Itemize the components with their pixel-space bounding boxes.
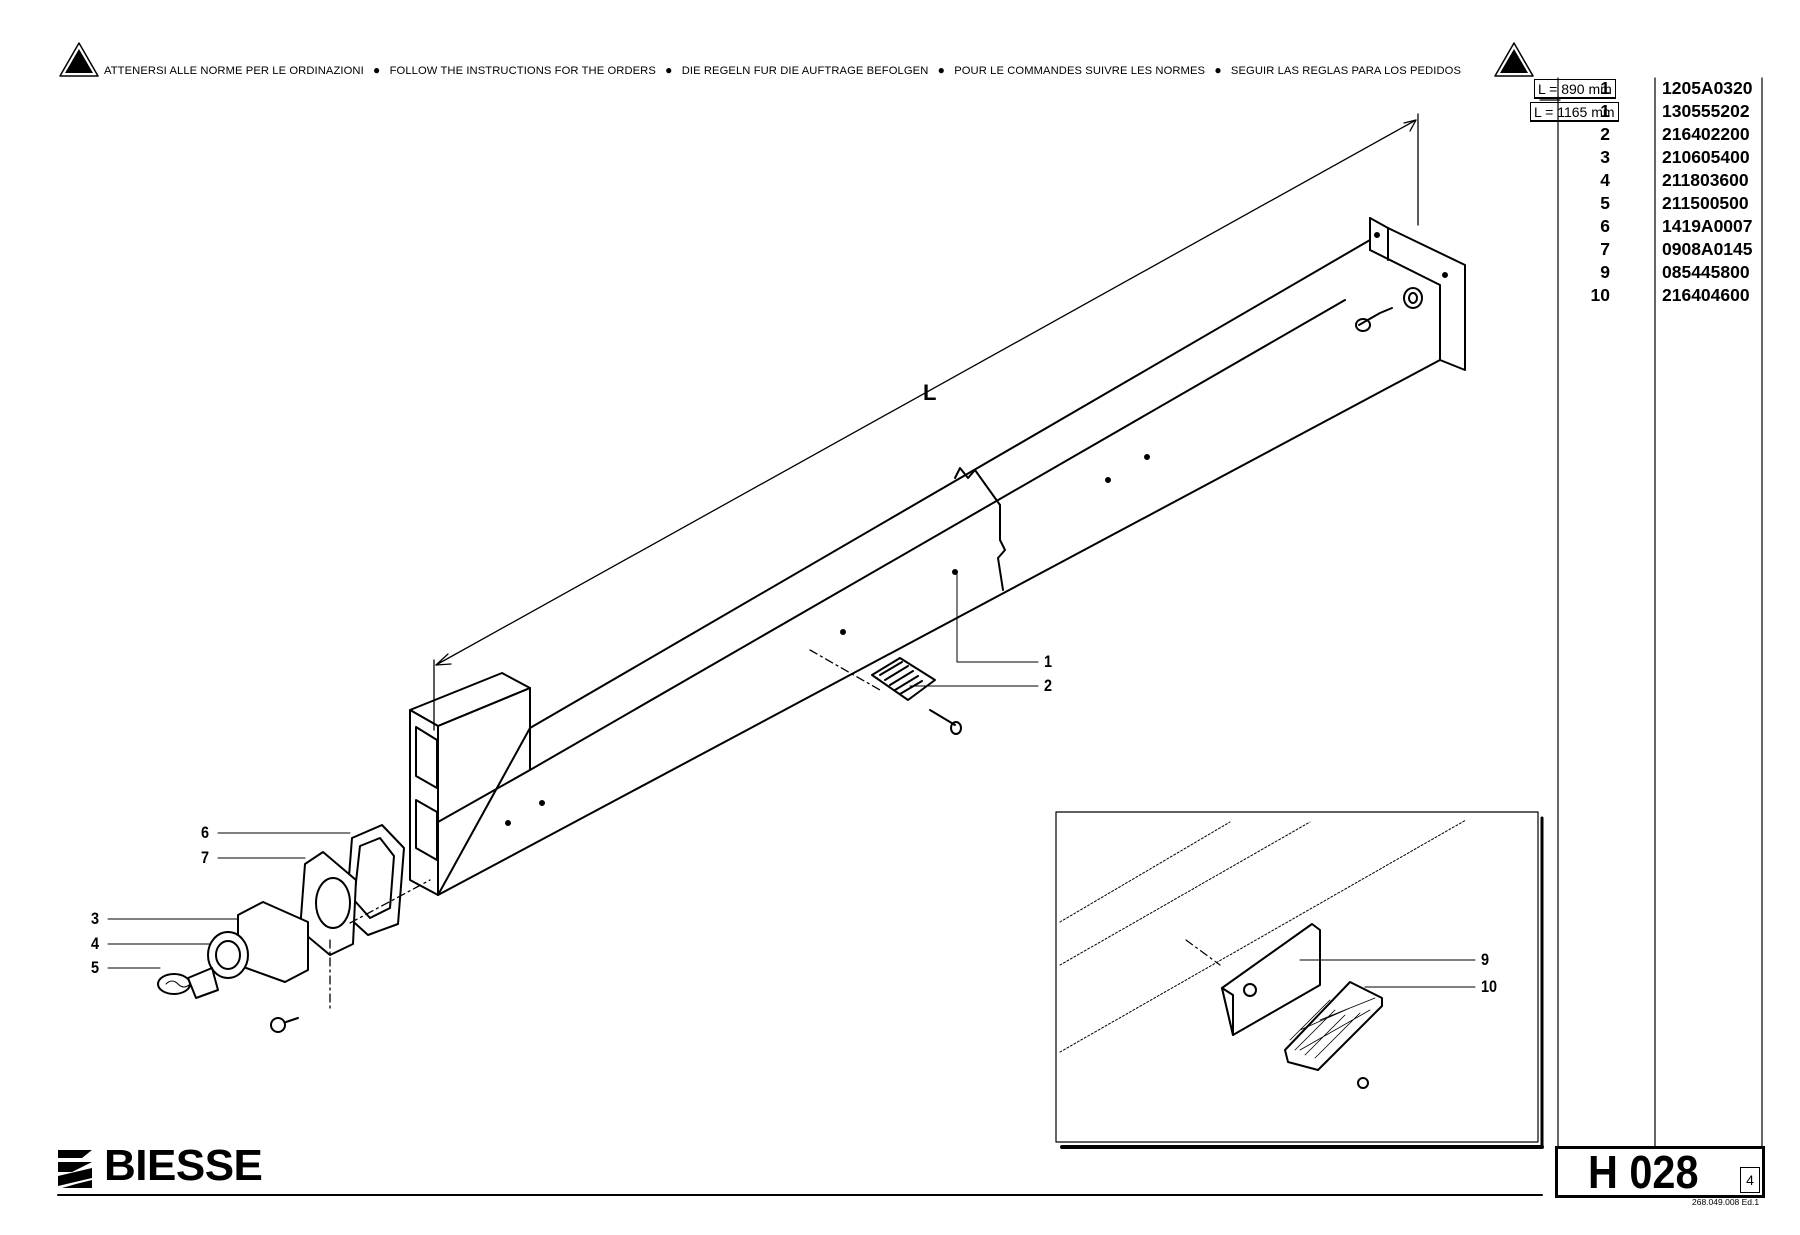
notice-es: SEGUIR LAS REGLAS PARA LOS PEDIDOS: [1230, 65, 1462, 77]
part-3-lamp-holder: [207, 901, 309, 983]
detail-inset: [1055, 811, 1544, 1149]
callout-9: 9: [1481, 950, 1490, 969]
notice-en: FOLLOW THE INSTRUCTIONS FOR THE ORDERS: [389, 65, 656, 77]
bullet: ●: [937, 63, 945, 77]
position-number: 10: [1590, 285, 1610, 305]
position-number: 4: [1600, 170, 1610, 190]
part-code: 085445800: [1662, 262, 1750, 282]
dimension-label: L: [923, 380, 937, 405]
parts-row: 3 210605400: [1520, 147, 1760, 170]
parts-row: 4 211803600: [1520, 170, 1760, 193]
callout-1: 1: [1044, 652, 1053, 671]
callout-6: 6: [201, 823, 210, 842]
callout-7: 7: [201, 848, 210, 867]
position-number: 3: [1600, 147, 1610, 167]
position-number: 5: [1600, 193, 1610, 213]
leader-lines: [107, 573, 1039, 969]
part-code: 1419A0007: [1662, 216, 1753, 236]
warning-triangle-icon: [59, 42, 99, 77]
parts-row: 9 085445800: [1520, 262, 1760, 285]
doc-reference: 268.049.008 Ed.1: [1692, 1197, 1760, 1207]
callout-5: 5: [91, 958, 100, 977]
position-number: 7: [1600, 239, 1610, 259]
callout-4: 4: [91, 934, 100, 953]
bullet: ●: [1214, 63, 1222, 77]
beam-part-1: [409, 217, 1466, 896]
part-5-bulb: [157, 967, 219, 999]
biesse-logo-icon: [58, 1150, 92, 1188]
callout-3: 3: [91, 909, 100, 928]
parts-row: L = 1165 mm 1 130555202: [1520, 101, 1760, 124]
bullet: ●: [665, 63, 673, 77]
warning-triangle-icon: [1494, 42, 1534, 77]
part-2-reflector-plate: [809, 649, 962, 735]
parts-table-frame: [1539, 77, 1763, 1149]
parts-row: 6 1419A0007: [1520, 216, 1760, 239]
part-code: 1205A0320: [1662, 78, 1753, 98]
position-number: 1: [1600, 78, 1610, 98]
part-code: 130555202: [1662, 101, 1750, 121]
part-code: 0908A0145: [1662, 239, 1753, 259]
notice-it: ATTENERSI ALLE NORME PER LE ORDINAZIONI: [104, 65, 364, 77]
notice-fr: POUR LE COMMANDES SUIVRE LES NORMES: [954, 65, 1206, 77]
bullet: ●: [373, 63, 381, 77]
parts-row: 7 0908A0145: [1520, 239, 1760, 262]
parts-row: L = 890 mm 1 1205A0320: [1520, 78, 1760, 101]
part-code: 216404600: [1662, 285, 1750, 305]
sheet-page: 4: [1740, 1167, 1760, 1193]
parts-row: 5 211500500: [1520, 193, 1760, 216]
position-number: 9: [1600, 262, 1610, 282]
position-number: 1: [1600, 101, 1610, 121]
notice-de: DIE REGELN FUR DIE AUFTRAGE BEFOLGEN: [681, 65, 929, 77]
length-tag: L = 1165 mm: [1530, 102, 1619, 122]
callout-10: 10: [1481, 977, 1498, 996]
sheet-code: H 028: [1588, 1146, 1699, 1198]
part-code: 211803600: [1662, 170, 1749, 190]
callout-2: 2: [1044, 676, 1053, 695]
parts-row: 10 216404600: [1520, 285, 1760, 308]
sheet-code-box: H 028 4: [1555, 1146, 1765, 1198]
position-number: 6: [1600, 216, 1610, 236]
order-instructions-banner: ATTENERSI ALLE NORME PER LE ORDINAZIONI …: [104, 63, 1494, 77]
screw-left: [270, 939, 331, 1033]
dimension-line: [433, 113, 1419, 731]
part-code: 210605400: [1662, 147, 1750, 167]
part-code: 216402200: [1662, 124, 1750, 144]
parts-row: 2 216402200: [1520, 124, 1760, 147]
part-code: 211500500: [1662, 193, 1749, 213]
position-number: 2: [1600, 124, 1610, 144]
brand-logo: BIESSE: [104, 1141, 263, 1190]
length-tag: L = 890 mm: [1534, 79, 1616, 99]
